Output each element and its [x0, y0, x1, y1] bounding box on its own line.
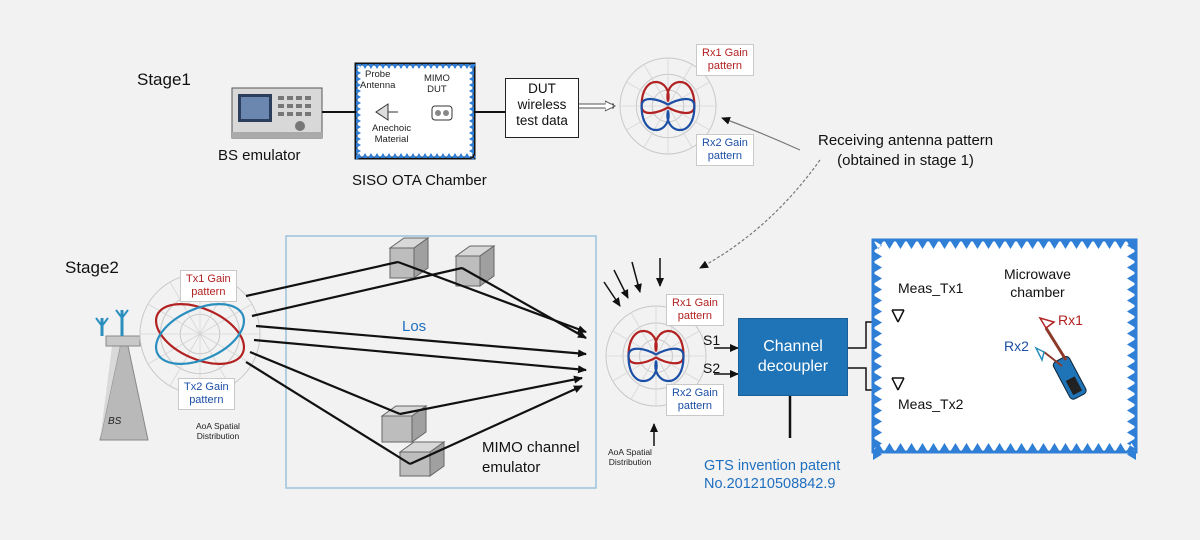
stage1-title: Stage1: [137, 70, 191, 89]
microwave-chamber: [871, 238, 1138, 460]
pattern-arrow-to-stage2: [699, 159, 821, 269]
dut-test-data-box: DUT wireless test data: [505, 78, 579, 138]
stage2-title: Stage2: [65, 258, 119, 277]
s2-label: S2: [703, 360, 721, 376]
receiving-antenna-note: Receiving antenna pattern (obtained in s…: [818, 132, 994, 170]
meas-tx1-label: Meas_Tx1: [898, 280, 964, 296]
scatterer-cube-3: [380, 405, 446, 477]
aoa-spatial-left: AoA Spatial Distribution: [196, 421, 240, 441]
s1-label: S1: [703, 332, 721, 348]
channel-decoupler-label: Channel decoupler: [757, 338, 829, 375]
rx2-gain-pattern-stage1: Rx2 Gain pattern: [696, 134, 754, 167]
siso-chamber-caption: SISO OTA Chamber: [352, 172, 487, 189]
tx2-gain-pattern: Tx2 Gain pattern: [178, 378, 235, 411]
rx1-gain-pattern-stage2: Rx1 Gain pattern: [666, 294, 724, 327]
channel-decoupler: Channel decoupler: [738, 318, 848, 396]
chamber-rx1-label: Rx1: [1058, 312, 1083, 328]
aoa-spatial-right: AoA Spatial Distribution: [608, 447, 652, 467]
bs-emulator-label: BS emulator: [218, 147, 301, 164]
rx1-gain-pattern-stage1: Rx1 Gain pattern: [696, 44, 754, 77]
meas-tx1-antenna: [891, 309, 905, 323]
aoa-arrows: [603, 258, 664, 446]
pattern-arrow-to-stage1: [721, 117, 801, 151]
bs-label: BS: [108, 416, 122, 427]
bs-tower: [95, 309, 149, 441]
scatterer-cube-1: [388, 237, 430, 279]
anechoic-material-label: Anechoic Material: [372, 123, 412, 145]
rx-polar-plot-stage1: [619, 57, 717, 155]
mimo-emulator-frame: [285, 235, 597, 489]
meas-tx2-label: Meas_Tx2: [898, 396, 964, 412]
chamber-rx2-label: Rx2: [1004, 338, 1029, 354]
gts-patent-label: GTS invention patent No.201210508842.9: [704, 458, 841, 493]
probe-antenna-label: Probe Antenna: [360, 69, 396, 91]
microwave-chamber-title: Microwave chamber: [1004, 266, 1071, 300]
los-label: Los: [402, 318, 427, 335]
scatterer-cube-2: [454, 245, 496, 287]
chamber-dut: [1034, 316, 1087, 400]
rx2-gain-pattern-stage2: Rx2 Gain pattern: [666, 384, 724, 417]
siso-ota-chamber: [354, 62, 476, 160]
mimo-channel-emulator-label: MIMO channel emulator: [482, 439, 580, 476]
meas-tx2-antenna: [891, 377, 905, 391]
tx1-gain-pattern: Tx1 Gain pattern: [180, 270, 237, 303]
propagation-paths: [245, 260, 587, 466]
mimo-dut-label: MIMO DUT: [424, 73, 450, 95]
bs-emulator-instrument: [231, 87, 323, 139]
